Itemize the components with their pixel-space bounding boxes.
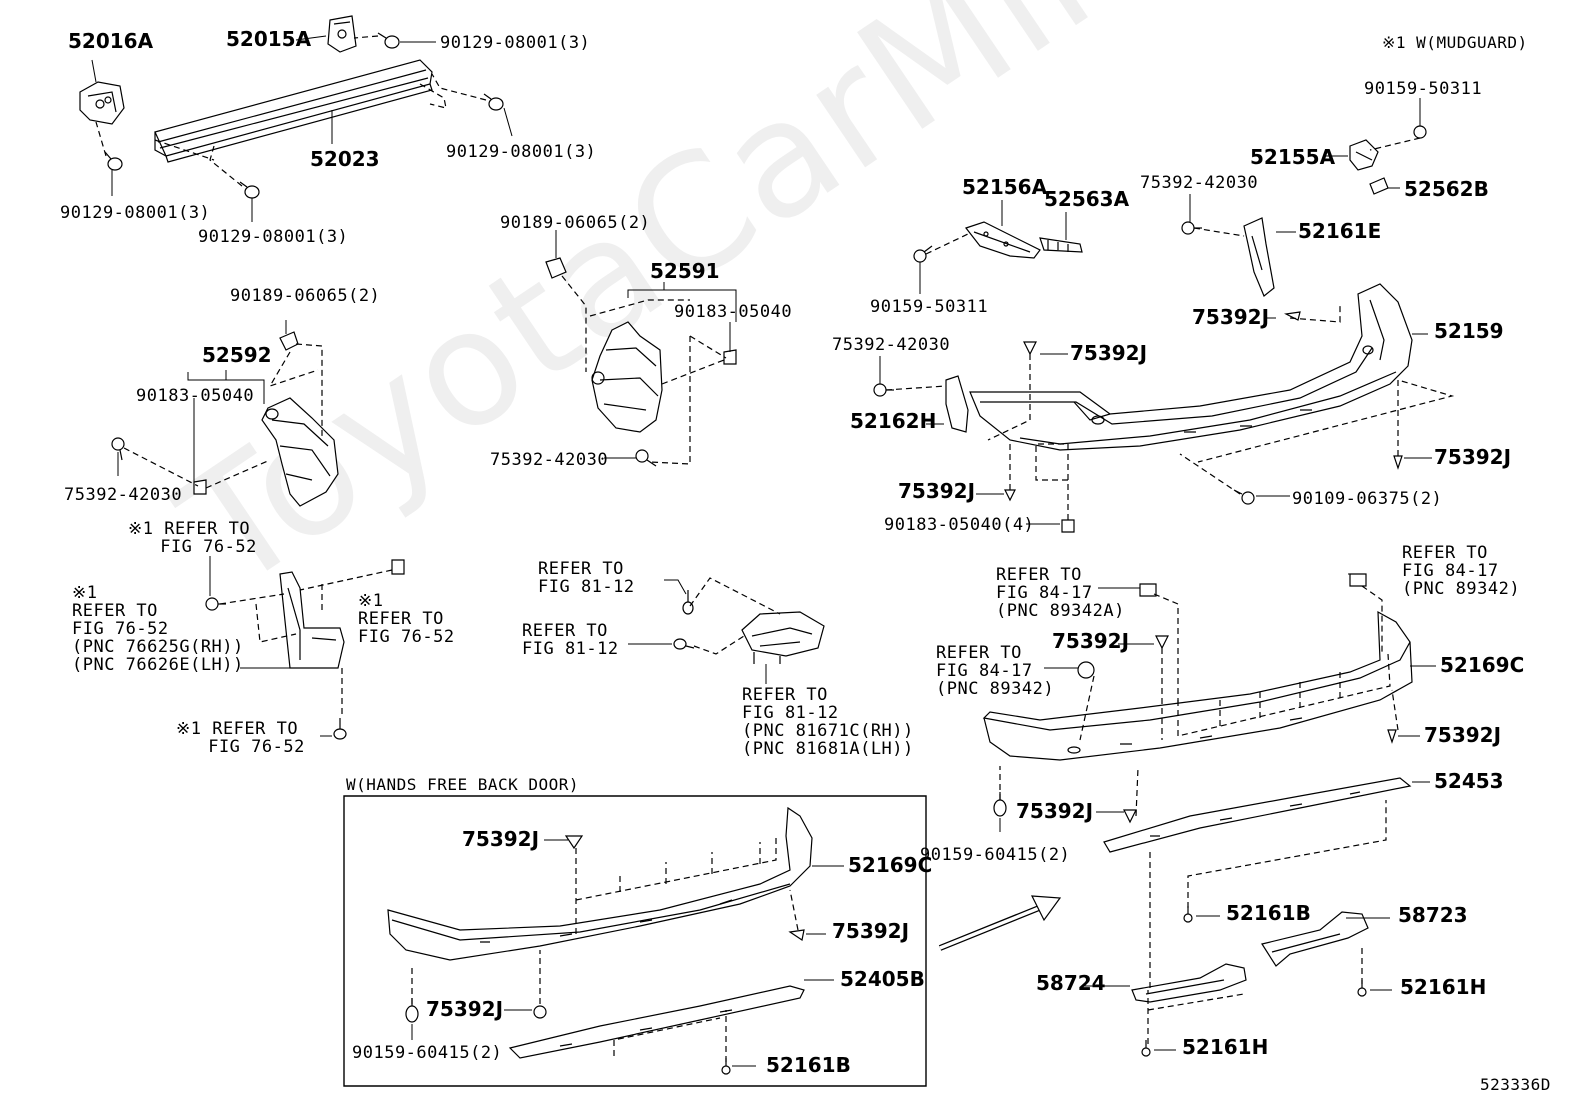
splash-shield-52592 <box>262 398 338 506</box>
part-75392J-c[interactable]: 75392J <box>1434 445 1512 469</box>
part-52161H-lower[interactable]: 52161H <box>1182 1035 1269 1059</box>
part-52161E[interactable]: 52161E <box>1298 219 1382 243</box>
part-75392J-d[interactable]: 75392J <box>898 479 976 503</box>
part-52023[interactable]: 52023 <box>310 147 380 171</box>
inset-fasteners <box>406 836 804 1074</box>
part-75392J-g[interactable]: 75392J <box>1016 799 1094 823</box>
part-52161B[interactable]: 52161B <box>1226 901 1311 925</box>
part-52591[interactable]: 52591 <box>650 259 720 283</box>
part-75392-42030-right[interactable]: 75392-42030 <box>832 335 951 355</box>
inset-title: W(HANDS FREE BACK DOOR) <box>346 775 580 794</box>
part-90183-05040-center[interactable]: 90183-05040 <box>674 302 793 322</box>
part-75392J-b[interactable]: 75392J <box>1070 341 1148 365</box>
inset-lower-52405B <box>510 986 804 1058</box>
bracket-52562B <box>1370 178 1388 194</box>
part-75392-42030-center[interactable]: 75392-42030 <box>490 450 609 470</box>
part-75392J-f[interactable]: 75392J <box>1424 723 1502 747</box>
part-90159-60415[interactable]: 90159-60415(2) <box>920 845 1071 865</box>
part-75392J-a[interactable]: 75392J <box>1192 305 1270 329</box>
part-90109-06375[interactable]: 90109-06375(2) <box>1292 489 1443 509</box>
cover-58723 <box>1262 912 1368 966</box>
part-90159-50311-left[interactable]: 90159-50311 <box>870 297 989 317</box>
clips-52591 <box>546 258 736 466</box>
part-52453[interactable]: 52453 <box>1434 769 1504 793</box>
reflector <box>742 612 824 664</box>
inset-part-52169C[interactable]: 52169C <box>848 853 933 877</box>
mudguard-fasteners <box>206 560 404 739</box>
spoiler-52169C <box>984 612 1412 760</box>
part-58723[interactable]: 58723 <box>1398 903 1468 927</box>
part-52155A[interactable]: 52155A <box>1250 145 1336 169</box>
diagram-id: 523336D <box>1480 1075 1551 1094</box>
part-52592[interactable]: 52592 <box>202 343 272 367</box>
part-75392-42030-right-top[interactable]: 75392-42030 <box>1140 173 1259 193</box>
refer-fig-84-17-a[interactable]: REFER TO FIG 84-17 (PNC 89342A) <box>996 565 1125 621</box>
reflector-clips <box>674 590 694 649</box>
cover-58724 <box>1132 964 1246 1002</box>
part-75392-42030-left[interactable]: 75392-42030 <box>64 485 183 505</box>
part-90129-08001-left[interactable]: 90129-08001(3) <box>60 203 211 223</box>
inset-spoiler-52169C <box>388 808 812 960</box>
bracket-52155A <box>1350 140 1378 170</box>
inset-part-75392J-b[interactable]: 75392J <box>832 919 910 943</box>
note-mudguard: ※1 W(MUDGUARD) <box>1382 33 1528 52</box>
inset-part-75392J-c[interactable]: 75392J <box>426 997 504 1021</box>
clips-52592 <box>112 332 298 494</box>
spoiler-lower-52453 <box>1104 778 1410 852</box>
part-90189-06065-left[interactable]: 90189-06065(2) <box>230 286 381 306</box>
part-75392J-e[interactable]: 75392J <box>1052 629 1130 653</box>
bracket-52016A <box>80 82 124 124</box>
part-90129-08001-right[interactable]: 90129-08001(3) <box>446 142 597 162</box>
splash-shield-52591 <box>592 322 662 432</box>
arrow <box>940 896 1060 948</box>
part-52156A[interactable]: 52156A <box>962 175 1048 199</box>
mudguard <box>280 572 344 668</box>
refer-fig-81-12-reflector[interactable]: REFER TO FIG 81-12 (PNC 81671C(RH)) (PNC… <box>742 685 914 759</box>
part-90129-08001-top[interactable]: 90129-08001(3) <box>440 33 591 53</box>
refer-fig-76-52-d[interactable]: ※1 REFER TO FIG 76-52 <box>176 719 305 757</box>
part-90159-50311-top[interactable]: 90159-50311 <box>1364 79 1483 99</box>
part-52159[interactable]: 52159 <box>1434 319 1504 343</box>
refer-fig-84-17-c[interactable]: REFER TO FIG 84-17 (PNC 89342) <box>936 643 1055 699</box>
bumper-cover-52159 <box>970 284 1412 450</box>
part-52016A[interactable]: 52016A <box>68 29 154 53</box>
retainer-52563A <box>1040 238 1082 252</box>
refer-fig-76-52-c[interactable]: ※1 REFER TO FIG 76-52 <box>358 591 455 647</box>
bracket-52015A <box>328 16 356 52</box>
inset-part-90159-60415[interactable]: 90159-60415(2) <box>352 1043 503 1063</box>
refer-fig-76-52-a[interactable]: ※1 REFER TO FIG 76-52 <box>128 519 257 557</box>
part-58724[interactable]: 58724 <box>1036 971 1106 995</box>
inset-part-52405B[interactable]: 52405B <box>840 967 925 991</box>
refer-fig-81-12-b[interactable]: REFER TO FIG 81-12 <box>522 621 619 659</box>
part-90183-05040-right[interactable]: 90183-05040(4) <box>884 515 1035 535</box>
part-52562B[interactable]: 52562B <box>1404 177 1489 201</box>
side-reflector-52162H <box>946 376 968 432</box>
part-52162H[interactable]: 52162H <box>850 409 937 433</box>
retainer-52161E <box>1244 218 1274 296</box>
fasteners-52169C <box>994 574 1396 1056</box>
retainer-52156A <box>966 222 1040 258</box>
part-90189-06065-center[interactable]: 90189-06065(2) <box>500 213 651 233</box>
reinforcement-52023 <box>155 60 432 162</box>
inset-part-52161B[interactable]: 52161B <box>766 1053 851 1077</box>
part-90183-05040-left[interactable]: 90183-05040 <box>136 386 255 406</box>
part-52161H-right[interactable]: 52161H <box>1400 975 1487 999</box>
part-52015A[interactable]: 52015A <box>226 27 312 51</box>
bolts-top-left <box>105 33 503 198</box>
refer-fig-76-52-mudguard[interactable]: ※1 REFER TO FIG 76-52 (PNC 76625G(RH)) (… <box>72 583 244 675</box>
refer-fig-81-12-a[interactable]: REFER TO FIG 81-12 <box>538 559 635 597</box>
refer-fig-84-17-b[interactable]: REFER TO FIG 84-17 (PNC 89342) <box>1402 543 1521 599</box>
part-52169C[interactable]: 52169C <box>1440 653 1525 677</box>
inset-part-75392J-a[interactable]: 75392J <box>462 827 540 851</box>
part-90129-08001-mid[interactable]: 90129-08001(3) <box>198 227 349 247</box>
fasteners-52159 <box>874 126 1426 532</box>
part-52563A[interactable]: 52563A <box>1044 187 1130 211</box>
